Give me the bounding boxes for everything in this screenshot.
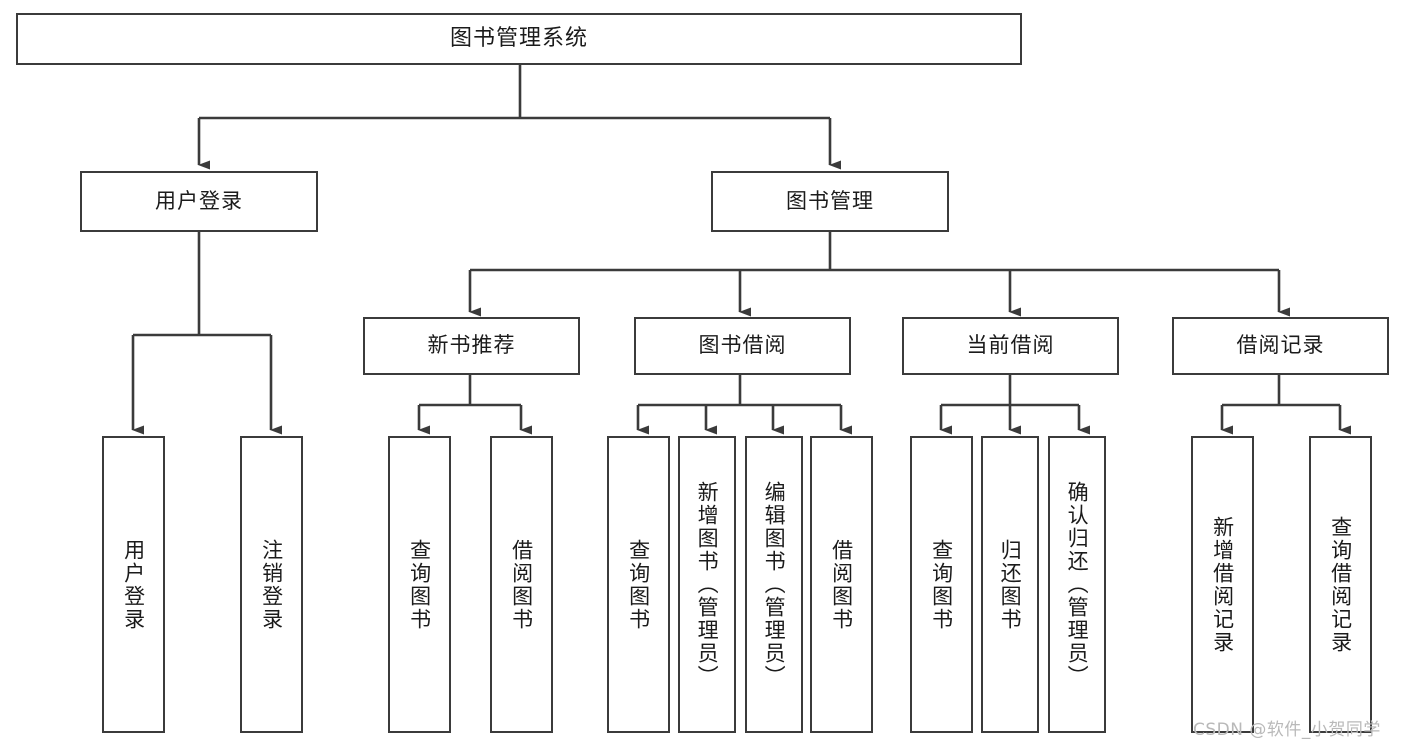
- leaf-book-borrow-query-books[interactable]: 查询图书: [607, 436, 670, 733]
- node-user-login[interactable]: 用户登录: [80, 171, 318, 232]
- node-current-borrow[interactable]: 当前借阅: [902, 317, 1119, 375]
- node-root-system[interactable]: 图书管理系统: [16, 13, 1022, 65]
- leaf-current-borrow-confirm-return-admin[interactable]: 确认归还（管理员）: [1048, 436, 1106, 733]
- node-borrow-record[interactable]: 借阅记录: [1172, 317, 1389, 375]
- csdn-watermark: CSDN @软件_小贺同学: [1193, 720, 1381, 740]
- leaf-book-borrow-borrow-books[interactable]: 借阅图书: [810, 436, 873, 733]
- node-new-book-recommend[interactable]: 新书推荐: [363, 317, 580, 375]
- leaf-new-book-query-books[interactable]: 查询图书: [388, 436, 451, 733]
- node-book-management[interactable]: 图书管理: [711, 171, 949, 232]
- leaf-book-borrow-edit-book-admin[interactable]: 编辑图书（管理员）: [745, 436, 803, 733]
- leaf-current-borrow-query-books[interactable]: 查询图书: [910, 436, 973, 733]
- leaf-user-login-login[interactable]: 用户登录: [102, 436, 165, 733]
- leaf-current-borrow-return-books[interactable]: 归还图书: [981, 436, 1039, 733]
- leaf-borrow-record-add-record[interactable]: 新增借阅记录: [1191, 436, 1254, 733]
- leaf-book-borrow-add-book-admin[interactable]: 新增图书（管理员）: [678, 436, 736, 733]
- node-book-borrow[interactable]: 图书借阅: [634, 317, 851, 375]
- leaf-borrow-record-query-record[interactable]: 查询借阅记录: [1309, 436, 1372, 733]
- leaf-user-login-logout[interactable]: 注销登录: [240, 436, 303, 733]
- leaf-new-book-borrow-books[interactable]: 借阅图书: [490, 436, 553, 733]
